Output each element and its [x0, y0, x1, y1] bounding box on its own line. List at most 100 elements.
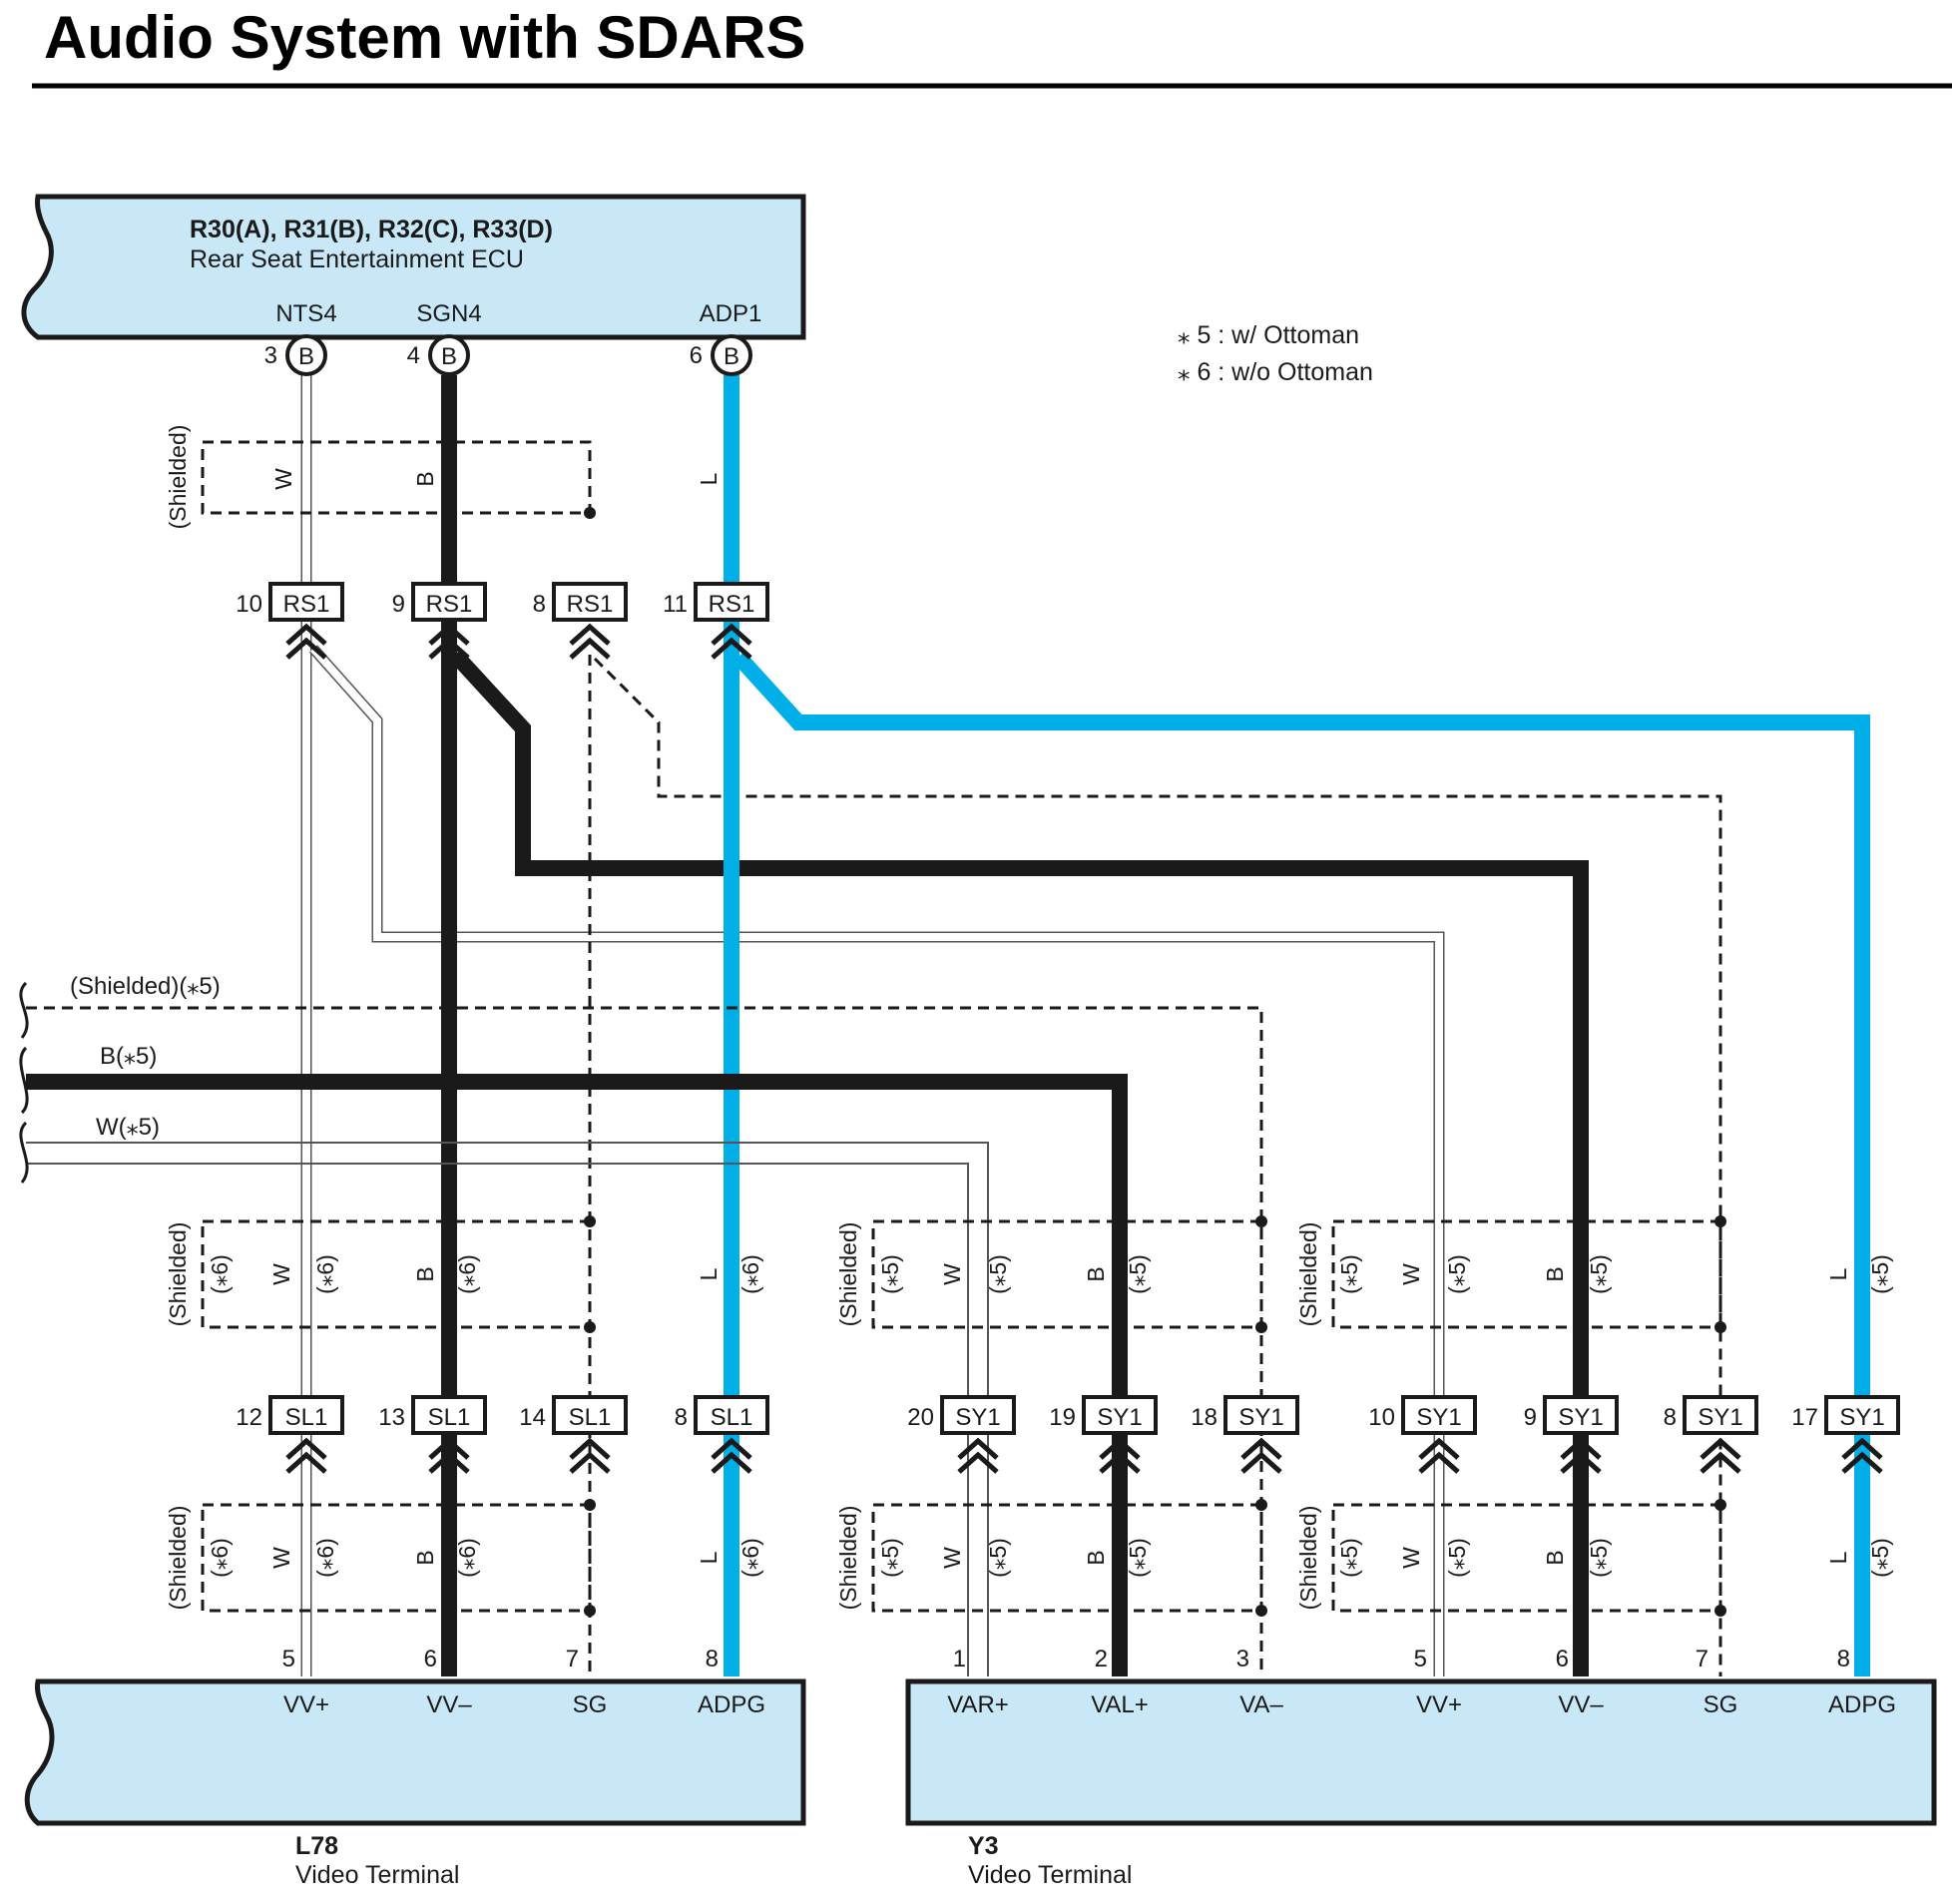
shield-label-bot-left: (Shielded): [165, 1506, 191, 1611]
wire-blue-branch-sy1-17: [732, 651, 1870, 1676]
wire-color-bot-l-w: W: [268, 1547, 294, 1569]
l78-id: L78: [295, 1832, 338, 1860]
sy1-num: 17: [1791, 1404, 1818, 1431]
ecu-name: Rear Seat Entertainment ECU: [190, 245, 524, 273]
ecu-pin-conn-6: B: [724, 343, 739, 370]
note-ref-bot-l3: (⁎6): [454, 1538, 480, 1578]
note-ref-mid-r2: (⁎5): [1444, 1254, 1470, 1294]
sy1-num: 9: [1524, 1404, 1537, 1431]
cut-mark-1: [19, 981, 29, 1039]
sl1-label: SL1: [711, 1404, 753, 1431]
y3-pin-num: 2: [1095, 1646, 1108, 1672]
sy1-pin-19: SY1 19: [1049, 1395, 1158, 1474]
l78-pins: 5 VV+ 6 VV– 7 SG 8 ADPG: [282, 1646, 765, 1718]
note-ref-mid-r4: (⁎5): [1867, 1254, 1893, 1294]
sy1-label: SY1: [1238, 1404, 1283, 1431]
rs1-label: RS1: [283, 591, 330, 618]
l78-pin-num: 5: [282, 1646, 295, 1672]
shield-junction-bot-4: [1255, 1605, 1267, 1617]
sy1-num: 20: [907, 1404, 934, 1431]
wire-color-bot-r-w: W: [1398, 1547, 1424, 1569]
rs1-pin-10: RS1 10: [236, 582, 344, 660]
sy1-pin-8: SY1 8: [1664, 1395, 1758, 1474]
sy1-pin-10: SY1 10: [1368, 1395, 1477, 1474]
ecu-pin-circle-6: [711, 334, 752, 376]
sl1-num: 12: [236, 1404, 262, 1431]
ecu-pin-circle-4: [428, 334, 470, 376]
wire-color-mid-c-w: W: [939, 1263, 965, 1285]
shield-boxes-bottom: [201, 1499, 1726, 1617]
ecu-pin-num-4: 4: [407, 342, 420, 369]
y3-pin-name: VAL+: [1091, 1691, 1149, 1718]
sl1-label: SL1: [285, 1404, 328, 1431]
sy1-pin-18: SY1 18: [1191, 1395, 1299, 1474]
wire-color-bot-c-b: B: [1083, 1550, 1109, 1565]
y3-pin-name: VAR+: [947, 1691, 1009, 1718]
shield-junction-bot-2: [584, 1605, 596, 1617]
wires: [19, 375, 1870, 1676]
wire-color-mid-r-w: W: [1398, 1263, 1424, 1285]
wire-left-black: [26, 1074, 1128, 1676]
y3-pin-name: VV–: [1558, 1691, 1604, 1718]
shield-box-mid-left: [201, 1219, 592, 1329]
shield-label-mid-center: (Shielded): [835, 1222, 861, 1327]
shield-labels-bottom: (Shielded) (Shielded) (Shielded) (⁎6) W …: [165, 1506, 1893, 1611]
rs1-num: 10: [236, 591, 262, 618]
ecu-pin-conn-3: B: [298, 343, 314, 370]
l78-name: Video Terminal: [295, 1861, 459, 1889]
rs1-label: RS1: [426, 591, 473, 618]
y3-box: [905, 1678, 1937, 1826]
wire-color-mid-l-w: W: [268, 1263, 294, 1285]
sl1-pin-13: SL1 13: [378, 1395, 487, 1474]
ecu-pin-num-6: 6: [690, 342, 703, 369]
wire-left-white-1: [26, 1142, 989, 1676]
note-ref-mid-c2: (⁎5): [985, 1254, 1011, 1294]
sl1-num: 13: [378, 1404, 405, 1431]
note-ref-mid-l1: (⁎6): [207, 1254, 233, 1294]
y3-pin-num: 3: [1236, 1646, 1249, 1672]
shield-boxes-mid: [201, 1215, 1726, 1333]
sy1-label: SY1: [1698, 1404, 1742, 1431]
shield-junction-bot-6: [1714, 1605, 1726, 1617]
note-ref-bot-c1: (⁎5): [877, 1538, 903, 1578]
shield-label-bot-right: (Shielded): [1295, 1506, 1321, 1611]
note-ref-bot-l1: (⁎6): [207, 1538, 233, 1578]
wire-color-mid-l-b: B: [412, 1266, 438, 1281]
rs1-label: RS1: [567, 591, 614, 618]
rs1-pin-9: RS1 9: [392, 582, 487, 660]
y3-pins: 1 VAR+ 2 VAL+ 3 VA– 5 VV+ 6 VV– 7 SG 8 A…: [947, 1646, 1896, 1718]
shield-junction-mid-6: [1714, 1321, 1726, 1333]
shield-junction-mid-1: [584, 1215, 596, 1227]
note-ref-bot-r2: (⁎5): [1444, 1538, 1470, 1578]
y3-pin-num: 1: [953, 1646, 966, 1672]
shield-labels-mid: (Shielded) (Shielded) (Shielded) (⁎6) W …: [165, 1222, 1893, 1327]
shield-label-top: (Shielded): [165, 425, 191, 530]
ecu-pin-num-3: 3: [264, 342, 277, 369]
cut-mark-2: [19, 1046, 29, 1115]
wire-color-bot-c-w: W: [939, 1547, 965, 1569]
left-branch-w-label: W(⁎5): [96, 1114, 160, 1141]
sy1-label: SY1: [955, 1404, 1000, 1431]
note-ref-bot-c2: (⁎5): [985, 1538, 1011, 1578]
left-branch-shield-label: (Shielded)(⁎5): [70, 973, 221, 1000]
sl1-num: 8: [675, 1404, 688, 1431]
y3-pin-name: VV+: [1416, 1691, 1462, 1718]
wire-color-bot-l-b: B: [412, 1550, 438, 1565]
note-ref-bot-l2: (⁎6): [312, 1538, 338, 1578]
y3-pin-name: SG: [1704, 1691, 1738, 1718]
shield-junction-bot-5: [1714, 1499, 1726, 1511]
l78-box: [24, 1678, 806, 1826]
wire-black-branch-sy1-9: [449, 649, 1589, 1676]
wire-color-mid-l-l: L: [696, 1267, 722, 1280]
ecu-box: [21, 194, 806, 340]
y3-pin-name: ADPG: [1828, 1691, 1896, 1718]
wire-color-l-top: L: [696, 472, 722, 485]
shield-label-bot-center: (Shielded): [835, 1506, 861, 1611]
sy1-pin-17: SY1 17: [1791, 1395, 1900, 1474]
note-ref-bot-r4: (⁎5): [1867, 1538, 1893, 1578]
wire-color-bot-r-b: B: [1542, 1550, 1568, 1565]
ecu-id: R30(A), R31(B), R32(C), R33(D): [190, 216, 553, 243]
note-ref-bot-r3: (⁎5): [1586, 1538, 1612, 1578]
y3-pin-num: 5: [1414, 1646, 1427, 1672]
wire-color-w-top: W: [270, 468, 296, 490]
